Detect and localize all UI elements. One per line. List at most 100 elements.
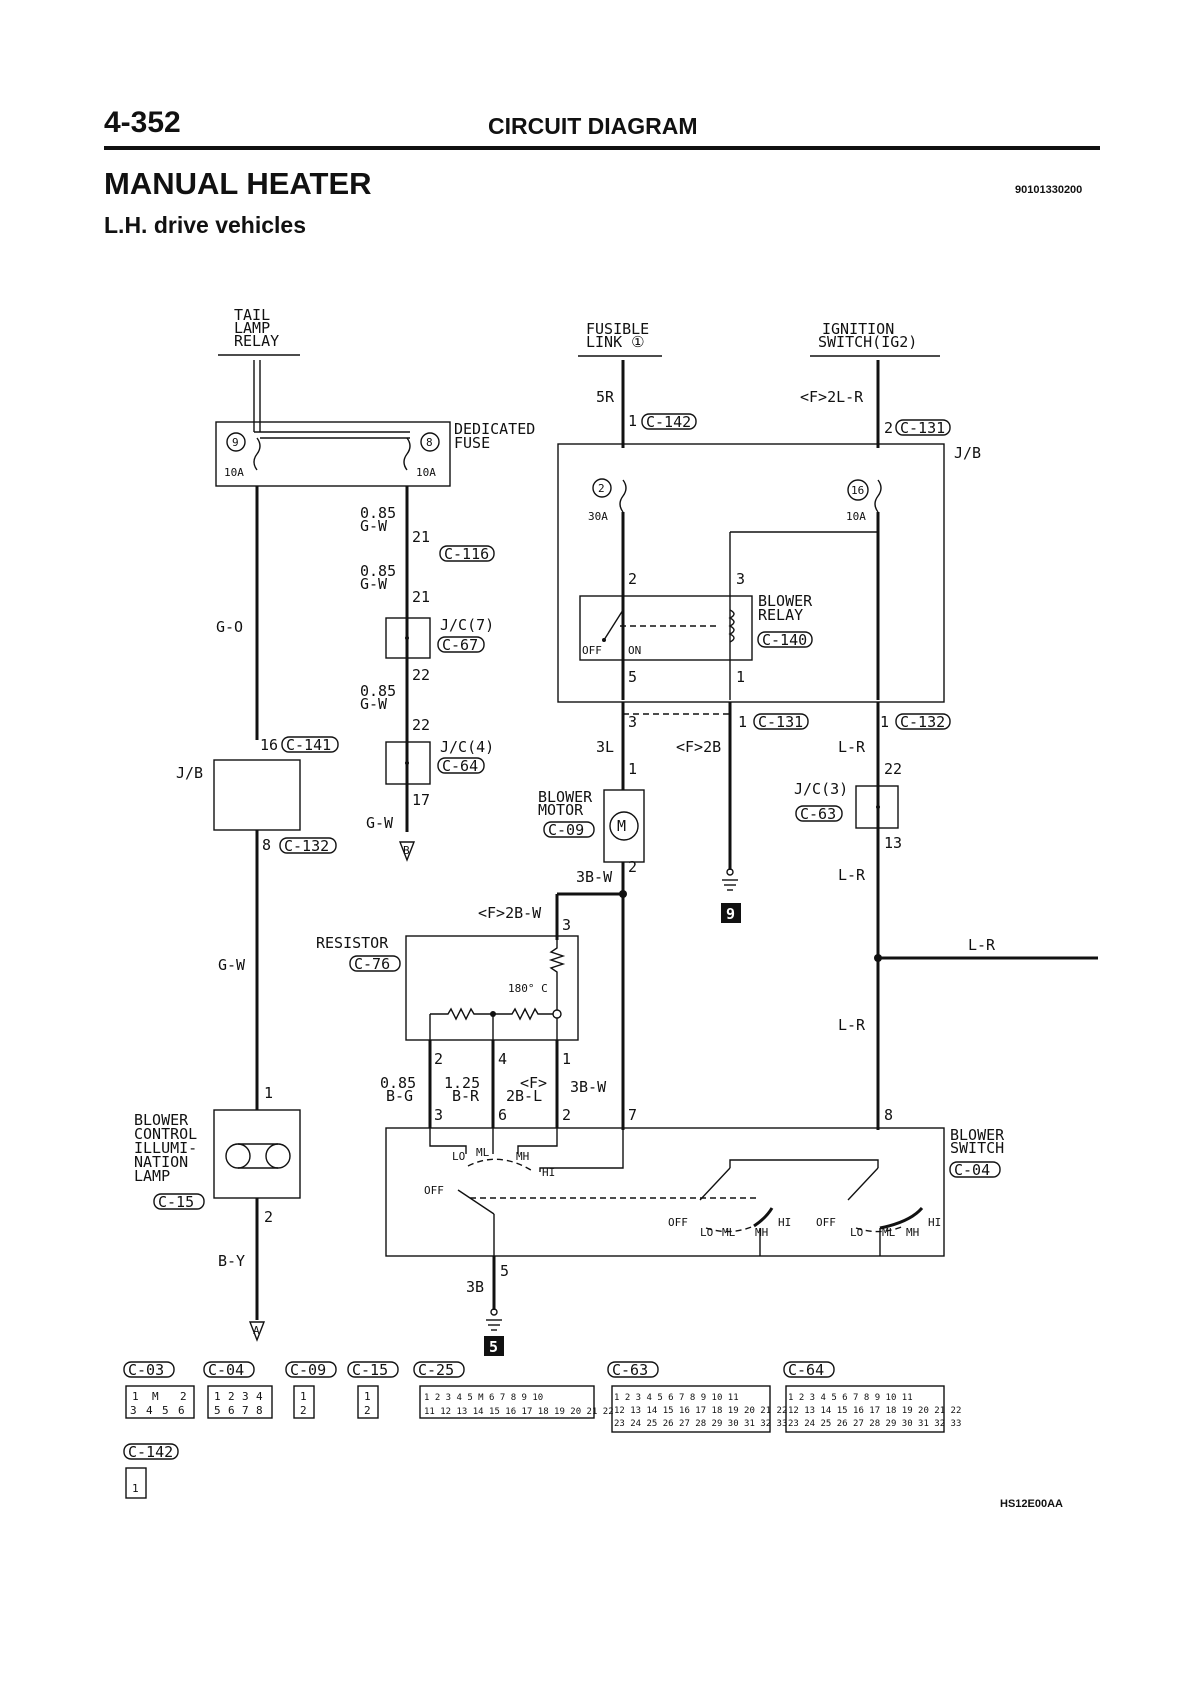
svg-text:9: 9	[232, 436, 239, 449]
svg-text:17: 17	[412, 791, 430, 809]
fuse-element-left	[253, 437, 261, 471]
blower-relay-box	[579, 595, 753, 661]
svg-text:B-G: B-G	[386, 1087, 413, 1105]
svg-text:4: 4	[146, 1404, 153, 1417]
svg-text:J/C(3): J/C(3)	[794, 780, 848, 798]
svg-text:2: 2	[364, 1404, 371, 1417]
svg-text:C-141: C-141	[286, 736, 331, 754]
svg-text:6: 6	[178, 1404, 185, 1417]
svg-text:IGNITION: IGNITION	[822, 320, 894, 338]
svg-text:10A: 10A	[846, 510, 866, 523]
svg-text:3L: 3L	[596, 738, 614, 756]
connector-c116-label: C-116	[439, 545, 495, 563]
connector-face-c04: C-04 1 2 3 4 5 6 7 8	[203, 1361, 273, 1419]
svg-text:3: 3	[242, 1390, 249, 1403]
svg-text:4: 4	[498, 1050, 507, 1068]
svg-text:1: 1	[628, 412, 637, 430]
svg-text:2: 2	[264, 1208, 273, 1226]
connector-c132-left-label: C-132	[279, 837, 337, 855]
svg-text:2: 2	[628, 570, 637, 588]
junction-block-left	[213, 759, 301, 831]
svg-text:2: 2	[884, 419, 893, 437]
svg-text:BLOWER: BLOWER	[538, 788, 593, 806]
svg-text:C-63: C-63	[612, 1361, 648, 1379]
svg-text:6: 6	[498, 1106, 507, 1124]
svg-text:L-R: L-R	[838, 738, 866, 756]
page-subtitle: L.H. drive vehicles	[104, 212, 306, 238]
svg-text:8: 8	[256, 1404, 263, 1417]
svg-text:1: 1	[264, 1084, 273, 1102]
svg-text:2: 2	[562, 1106, 571, 1124]
svg-text:4: 4	[256, 1390, 263, 1403]
dedicated-fuse-label: DEDICATED	[454, 420, 535, 438]
svg-text:C-131: C-131	[900, 419, 945, 437]
svg-text:C-131: C-131	[758, 713, 803, 731]
blower-switch-box	[385, 1127, 945, 1257]
svg-text:3B-W: 3B-W	[570, 1078, 607, 1096]
svg-text:HI: HI	[542, 1166, 555, 1179]
connector-c04-label: C-04	[949, 1161, 1001, 1179]
connector-c15-label: C-15	[153, 1193, 205, 1211]
svg-text:RELAY: RELAY	[758, 606, 803, 624]
svg-text:C-76: C-76	[354, 955, 390, 973]
connector-face-c63: C-63 1 2 3 4 5 6 7 8 9 10 11 12 13 14 15…	[607, 1361, 787, 1433]
svg-text:ML: ML	[882, 1226, 896, 1239]
svg-text:1.25: 1.25	[444, 1074, 480, 1092]
document-code: 90101330200	[1015, 184, 1083, 196]
switch-lever-left	[457, 1189, 495, 1215]
svg-text:L-R: L-R	[838, 1016, 866, 1034]
svg-text:1: 1	[562, 1050, 571, 1068]
fuse-8-symbol	[420, 432, 440, 452]
svg-text:RESISTOR: RESISTOR	[316, 934, 389, 952]
svg-text:LINK ①: LINK ①	[586, 333, 645, 351]
switch-arc-left	[467, 1158, 535, 1173]
svg-text:C-03: C-03	[128, 1361, 164, 1379]
svg-text:<F>: <F>	[520, 1074, 547, 1092]
connector-c142-label: C-142	[641, 413, 697, 431]
connector-pin-row: 11 12 13 14 15 16 17 18 19 20 21 22	[424, 1407, 614, 1417]
relay-coil-icon	[728, 609, 735, 643]
connector-pin-row: 12 13 14 15 16 17 18 19 20 21 22	[788, 1406, 961, 1416]
fusible-link-label: FUSIBLE LINK ①	[578, 320, 662, 357]
dedicated-fuse-box	[215, 421, 451, 487]
connector-c132-right-label: C-132	[895, 713, 951, 731]
svg-text:G-O: G-O	[216, 618, 243, 636]
svg-text:M: M	[617, 817, 626, 835]
svg-text:C-140: C-140	[762, 631, 807, 649]
svg-text:J/B: J/B	[954, 444, 981, 462]
svg-text:21: 21	[412, 528, 430, 546]
svg-text:C-142: C-142	[646, 413, 691, 431]
svg-text:C-67: C-67	[442, 636, 478, 654]
switch-lever-mid	[699, 1167, 731, 1201]
svg-text:3: 3	[130, 1404, 137, 1417]
svg-text:C-15: C-15	[352, 1361, 388, 1379]
svg-text:2: 2	[228, 1390, 235, 1403]
svg-text:1: 1	[738, 713, 747, 731]
svg-text:3: 3	[736, 570, 745, 588]
svg-text:<F>2B: <F>2B	[676, 738, 721, 756]
connector-face-c142: C-142 1	[123, 1443, 179, 1499]
svg-text:TAIL: TAIL	[234, 306, 270, 324]
section-title: CIRCUIT DIAGRAM	[488, 113, 698, 139]
svg-text:22: 22	[412, 716, 430, 734]
fuse-9-symbol	[226, 432, 246, 452]
junction-connector-7	[385, 617, 431, 659]
svg-text:MH: MH	[906, 1226, 919, 1239]
blower-control-lamp-box	[213, 1109, 301, 1199]
svg-text:0.85: 0.85	[360, 682, 396, 700]
svg-text:A: A	[253, 1324, 260, 1337]
svg-text:HI: HI	[778, 1216, 791, 1229]
connector-pin-row: 1 2 3 4 5 M 6 7 8 9 10	[424, 1393, 543, 1403]
junction-block-main	[557, 443, 945, 703]
svg-text:SWITCH: SWITCH	[950, 1139, 1004, 1157]
svg-text:SWITCH(IG2): SWITCH(IG2)	[818, 333, 917, 351]
ground-5-icon	[486, 1308, 502, 1331]
ground-5-marker	[484, 1336, 504, 1356]
svg-text:G-W: G-W	[366, 814, 394, 832]
svg-text:16: 16	[260, 736, 278, 754]
svg-text:2: 2	[300, 1404, 307, 1417]
svg-text:C-63: C-63	[800, 805, 836, 823]
svg-text:5: 5	[162, 1404, 169, 1417]
svg-text:OFF: OFF	[668, 1216, 688, 1229]
connector-c67-label: C-67	[437, 636, 485, 654]
